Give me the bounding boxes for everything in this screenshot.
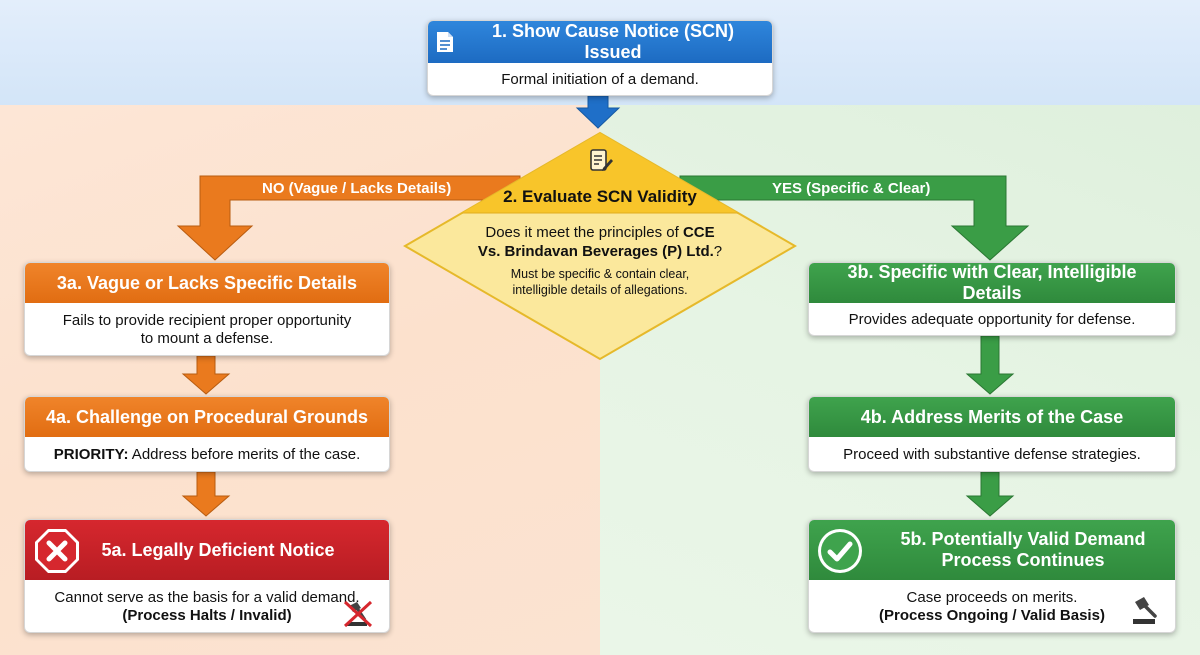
decision-note-line1: Must be specific & contain clear, — [510, 267, 690, 281]
step4b-title: 4b. Address Merits of the Case — [860, 406, 1124, 427]
step4a-header: 4a. Challenge on Procedural Grounds — [25, 397, 389, 437]
step5a-title: 5a. Legally Deficient Notice — [101, 539, 335, 560]
step4a-title: 4a. Challenge on Procedural Grounds — [45, 406, 369, 427]
step3b-title: 3b. Specific with Clear, Intelligible De… — [847, 262, 1137, 303]
step5a-body: Cannot serve as the basis for a valid de… — [25, 580, 389, 632]
step5b-header: 5b. Potentially Valid Demand Process Con… — [809, 520, 1175, 580]
step3a-title: 3a. Vague or Lacks Specific Details — [56, 272, 358, 293]
step3a-body: Fails to provide recipient proper opport… — [25, 303, 389, 355]
step3a-card: 3a. Vague or Lacks Specific Details Fail… — [24, 262, 390, 356]
decision-question-post: ? — [713, 243, 723, 260]
decision-question-case-1: CCE — [682, 224, 715, 241]
step3b-body: Provides adequate opportunity for defens… — [809, 303, 1175, 335]
step5b-title-line2: Process Continues — [941, 550, 1105, 570]
step1-title: 1. Show Cause Notice (SCN) Issued — [491, 21, 735, 62]
decision-question: Does it meet the principles of CCE Vs. B… — [450, 223, 750, 261]
step3a-header: 3a. Vague or Lacks Specific Details — [25, 263, 389, 303]
step3b-card: 3b. Specific with Clear, Intelligible De… — [808, 262, 1176, 336]
step4a-card: 4a. Challenge on Procedural Grounds PRIO… — [24, 396, 390, 472]
step3a-body-line2: to mount a defense. — [140, 330, 274, 347]
document-icon — [436, 31, 454, 53]
step5b-card: 5b. Potentially Valid Demand Process Con… — [808, 519, 1176, 633]
step1-header: 1. Show Cause Notice (SCN) Issued — [428, 21, 772, 63]
step1-body: Formal initiation of a demand. — [428, 63, 772, 95]
step3b-body-text: Provides adequate opportunity for defens… — [848, 311, 1136, 328]
step4b-header: 4b. Address Merits of the Case — [809, 397, 1175, 437]
stop-x-icon — [33, 527, 81, 580]
decision-question-case-2: Vs. Brindavan Beverages (P) Ltd. — [477, 243, 714, 260]
crossed-gavel-icon — [343, 600, 373, 632]
step5b-body: Case proceeds on merits. (Process Ongoin… — [809, 580, 1175, 632]
gavel-icon — [1129, 594, 1161, 631]
step5b-body-line2: (Process Ongoing / Valid Basis) — [879, 607, 1105, 624]
step5a-header: 5a. Legally Deficient Notice — [25, 520, 389, 580]
step4a-body: PRIORITY: Address before merits of the c… — [25, 437, 389, 471]
step4b-card: 4b. Address Merits of the Case Proceed w… — [808, 396, 1176, 472]
step1-body-text: Formal initiation of a demand. — [501, 71, 699, 88]
step1-card: 1. Show Cause Notice (SCN) Issued Formal… — [427, 20, 773, 96]
step5a-body-line1: Cannot serve as the basis for a valid de… — [54, 589, 360, 606]
decision-note-line2: intelligible details of allegations. — [512, 283, 688, 297]
step4a-body-text: Address before merits of the case. — [128, 446, 361, 463]
step5b-body-line1: Case proceeds on merits. — [906, 589, 1078, 606]
decision-question-pre: Does it meet the principles of — [485, 224, 683, 241]
step5b-title-line1: 5b. Potentially Valid Demand — [900, 529, 1146, 549]
decision-title: 2. Evaluate SCN Validity — [503, 187, 697, 206]
yes-branch-label: YES (Specific & Clear) — [772, 180, 931, 197]
check-circle-icon — [817, 528, 863, 579]
step3b-header: 3b. Specific with Clear, Intelligible De… — [809, 263, 1175, 303]
step3a-body-line1: Fails to provide recipient proper opport… — [62, 312, 352, 329]
step4a-priority-label: PRIORITY: — [53, 446, 129, 463]
decision-note: Must be specific & contain clear, intell… — [470, 266, 730, 298]
step5a-body-line2: (Process Halts / Invalid) — [122, 607, 292, 624]
no-branch-label: NO (Vague / Lacks Details) — [262, 180, 452, 197]
step4b-body-text: Proceed with substantive defense strateg… — [843, 446, 1141, 463]
checklist-pen-icon — [588, 148, 614, 174]
step4b-body: Proceed with substantive defense strateg… — [809, 437, 1175, 471]
step5a-card: 5a. Legally Deficient Notice Cannot serv… — [24, 519, 390, 633]
